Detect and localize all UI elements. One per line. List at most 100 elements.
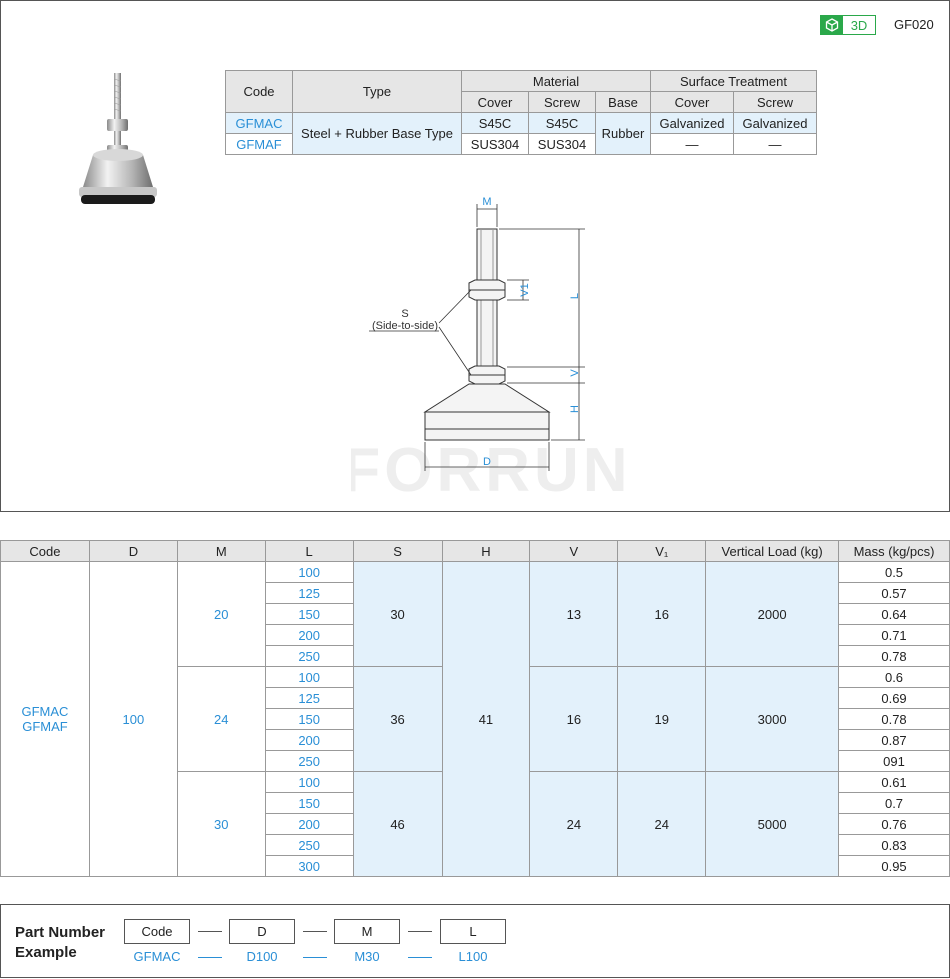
spec-l-cell[interactable]: 250	[264, 834, 354, 856]
spec-l-cell[interactable]: 150	[264, 603, 354, 625]
table-row: 125 0.57	[1, 582, 950, 604]
spec-header-l: L	[264, 540, 354, 562]
spec-v-cell: 24	[529, 771, 619, 877]
spec-header-v: V	[529, 540, 619, 562]
spec-mass-cell: 0.78	[838, 645, 950, 667]
pn-separator	[198, 931, 222, 932]
spec-l-cell[interactable]: 200	[264, 624, 354, 646]
screw-cell: SUS304	[528, 133, 596, 155]
spec-l-cell[interactable]: 100	[264, 561, 354, 583]
spec-mass-cell: 0.64	[838, 603, 950, 625]
pn-separator	[303, 931, 327, 932]
spec-mass-cell: 0.57	[838, 582, 950, 604]
spec-l-cell[interactable]: 250	[264, 750, 354, 772]
code-link[interactable]: GFMAC	[225, 112, 293, 134]
spec-v1-cell: 16	[617, 561, 707, 667]
product-code: GF020	[894, 17, 934, 32]
3d-label: 3D	[850, 17, 868, 33]
spec-l-cell[interactable]: 200	[264, 729, 354, 751]
pn-value-separator	[303, 957, 327, 958]
spec-mass-cell: 0.61	[838, 771, 950, 793]
spec-m-cell[interactable]: 24	[176, 666, 266, 772]
header-surface-screw: Screw	[733, 91, 817, 113]
cube-icon	[821, 16, 843, 34]
table-row: 250 091	[1, 750, 950, 772]
3d-model-button[interactable]: 3D	[820, 15, 876, 35]
label-v1: V1	[519, 283, 531, 296]
spec-l-cell[interactable]: 100	[264, 771, 354, 793]
header-base: Base	[595, 91, 651, 113]
spec-m-cell[interactable]: 20	[176, 561, 266, 667]
spec-mass-cell: 0.71	[838, 624, 950, 646]
title-line2: Example	[15, 944, 77, 961]
pn-field-m: M	[334, 919, 400, 944]
label-l: L	[569, 293, 581, 299]
table-row: 250 0.83	[1, 834, 950, 856]
screw-cell: S45C	[528, 112, 596, 134]
technical-drawing: FORRUN	[351, 196, 632, 505]
material-table: Code Type Material Surface Treatment Cov…	[225, 70, 817, 155]
pn-value-l: L100	[458, 949, 488, 964]
spec-mass-cell: 091	[838, 750, 950, 772]
spec-l-cell[interactable]: 200	[264, 813, 354, 835]
label-s: S	[401, 308, 408, 320]
spec-header-m: M	[176, 540, 266, 562]
code-link[interactable]: GFMAF	[22, 719, 68, 734]
spec-h-cell: 41	[441, 561, 531, 877]
watermark: FORRUN	[351, 436, 632, 505]
product-overview-panel: 3D GF020 Code Type Material Surface Trea…	[0, 0, 950, 512]
spec-s-cell: 36	[352, 666, 443, 772]
spec-v-cell: 13	[529, 561, 619, 667]
spec-l-cell[interactable]: 100	[264, 666, 354, 688]
spec-l-cell[interactable]: 300	[264, 855, 354, 877]
label-m: M	[482, 196, 491, 208]
spec-d-cell[interactable]: 100	[88, 561, 178, 877]
header-cover: Cover	[461, 91, 529, 113]
spec-header-mass: Mass (kg/pcs)	[838, 540, 950, 562]
spec-header-h: H	[441, 540, 531, 562]
surface-screw-cell: Galvanized	[733, 112, 817, 134]
spec-mass-cell: 0.83	[838, 834, 950, 856]
pn-field-code: Code	[124, 919, 190, 944]
spec-l-cell[interactable]: 125	[264, 687, 354, 709]
table-row: 300 0.95	[1, 855, 950, 877]
code-link[interactable]: GFMAF	[225, 133, 293, 155]
title-line1: Part Number	[15, 924, 106, 941]
spec-header-code: Code	[0, 540, 90, 562]
code-link[interactable]: GFMAC	[21, 704, 69, 719]
pn-field-d: D	[229, 919, 295, 944]
spec-m-cell[interactable]: 30	[176, 771, 266, 877]
label-s-note: (Side-to-side)	[372, 320, 438, 332]
spec-mass-cell: 0.95	[838, 855, 950, 877]
pn-value-m: M30	[354, 949, 380, 964]
spec-load-cell: 3000	[705, 666, 840, 772]
spec-v-cell: 16	[529, 666, 619, 772]
pn-field-l: L	[440, 919, 506, 944]
base-cell: Rubber	[595, 112, 651, 155]
table-row: 200 0.71	[1, 624, 950, 646]
spec-l-cell[interactable]: 125	[264, 582, 354, 604]
label-d: D	[483, 456, 491, 468]
spec-load-cell: 5000	[705, 771, 840, 877]
spec-l-cell[interactable]: 150	[264, 792, 354, 814]
part-number-title: Part Number Example	[15, 923, 105, 963]
spec-header-s: S	[352, 540, 443, 562]
spec-l-cell[interactable]: 250	[264, 645, 354, 667]
spec-v1-cell: 19	[617, 666, 707, 772]
surface-screw-cell: —	[733, 133, 817, 155]
header-surface: Surface Treatment	[650, 70, 817, 92]
spec-l-cell[interactable]: 150	[264, 708, 354, 730]
spec-load-cell: 2000	[705, 561, 840, 667]
pn-separator	[408, 931, 432, 932]
spec-header-v1: V₁	[617, 540, 707, 562]
header-surface-cover: Cover	[650, 91, 734, 113]
part-number-example: Part Number Example Code D M L GFMAC D10…	[0, 904, 950, 978]
